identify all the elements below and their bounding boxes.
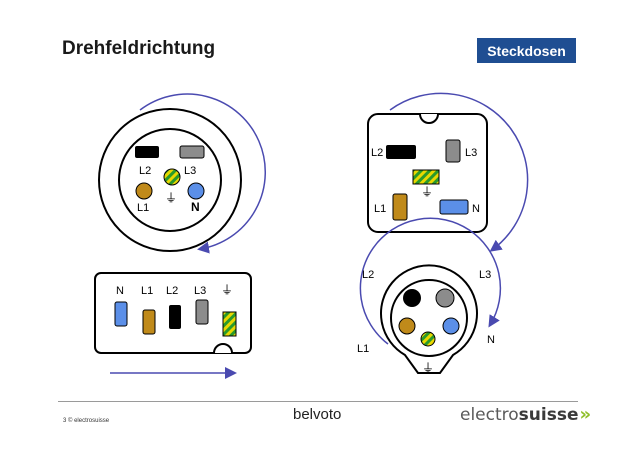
label-l2: L2 bbox=[362, 269, 374, 281]
label-n: N bbox=[191, 200, 200, 214]
label-l3: L3 bbox=[479, 269, 491, 281]
pin-earth bbox=[420, 331, 436, 347]
label-earth: ⏚ bbox=[422, 361, 434, 375]
chevron-icon: » bbox=[579, 404, 592, 425]
footer-brand: belvoto bbox=[293, 406, 342, 423]
label-n: N bbox=[472, 203, 480, 215]
label-n: N bbox=[487, 334, 495, 346]
pin-l2 bbox=[386, 145, 416, 159]
label-l2: L2 bbox=[139, 165, 151, 177]
pin-l2 bbox=[169, 305, 181, 329]
pin-l1 bbox=[135, 182, 153, 200]
page-title: Drehfeldrichtung bbox=[62, 38, 216, 59]
label-earth: ⏚ bbox=[165, 191, 177, 205]
footer-page-number: 3 © electrosuisse bbox=[63, 418, 110, 424]
pin-l1 bbox=[142, 309, 156, 335]
pin-earth bbox=[412, 169, 440, 185]
pin-l3 bbox=[445, 139, 461, 163]
pin-l2 bbox=[403, 289, 421, 307]
pin-l2 bbox=[135, 146, 159, 158]
label-earth: ⏚ bbox=[421, 185, 433, 199]
pin-l1 bbox=[392, 193, 408, 221]
rotation-arrow bbox=[139, 93, 267, 254]
label-l2: L2 bbox=[166, 285, 178, 297]
pin-n bbox=[439, 199, 469, 215]
label-l1: L1 bbox=[374, 203, 386, 215]
pin-n bbox=[442, 317, 460, 335]
pin-l3 bbox=[179, 145, 205, 159]
section-badge: Steckdosen bbox=[477, 38, 576, 63]
label-n: N bbox=[116, 285, 124, 297]
pin-l1 bbox=[398, 317, 416, 335]
logo-text-part2: suisse bbox=[518, 405, 579, 425]
pin-l3 bbox=[195, 299, 209, 325]
socket-square-type25: L2 L3 ⏚ L1 N bbox=[367, 92, 529, 252]
label-l2: L2 bbox=[371, 147, 383, 159]
pin-l3 bbox=[435, 288, 455, 308]
socket-rect-inline: N L1 L2 L3 ⏚ bbox=[94, 272, 252, 379]
electrosuisse-logo: electrosuisse» bbox=[460, 404, 591, 425]
label-l3: L3 bbox=[194, 285, 206, 297]
label-earth: ⏚ bbox=[221, 283, 233, 297]
label-l1: L1 bbox=[141, 285, 153, 297]
label-l3: L3 bbox=[184, 165, 196, 177]
socket-round-type23: L2 L3 ⏚ L1 N bbox=[98, 93, 267, 254]
logo-text-part1: electro bbox=[460, 405, 519, 425]
label-l3: L3 bbox=[465, 147, 477, 159]
rotation-arrow bbox=[389, 92, 529, 252]
footer-divider bbox=[58, 401, 578, 402]
pin-earth bbox=[163, 168, 181, 186]
pin-n bbox=[114, 301, 128, 327]
socket-round-cee: ⏚ L2 L3 L1 N bbox=[357, 217, 502, 375]
label-l1: L1 bbox=[137, 202, 149, 214]
pin-earth bbox=[222, 311, 237, 337]
pin-n bbox=[187, 182, 205, 200]
rotation-arrow bbox=[359, 217, 502, 345]
label-l1: L1 bbox=[357, 343, 369, 355]
